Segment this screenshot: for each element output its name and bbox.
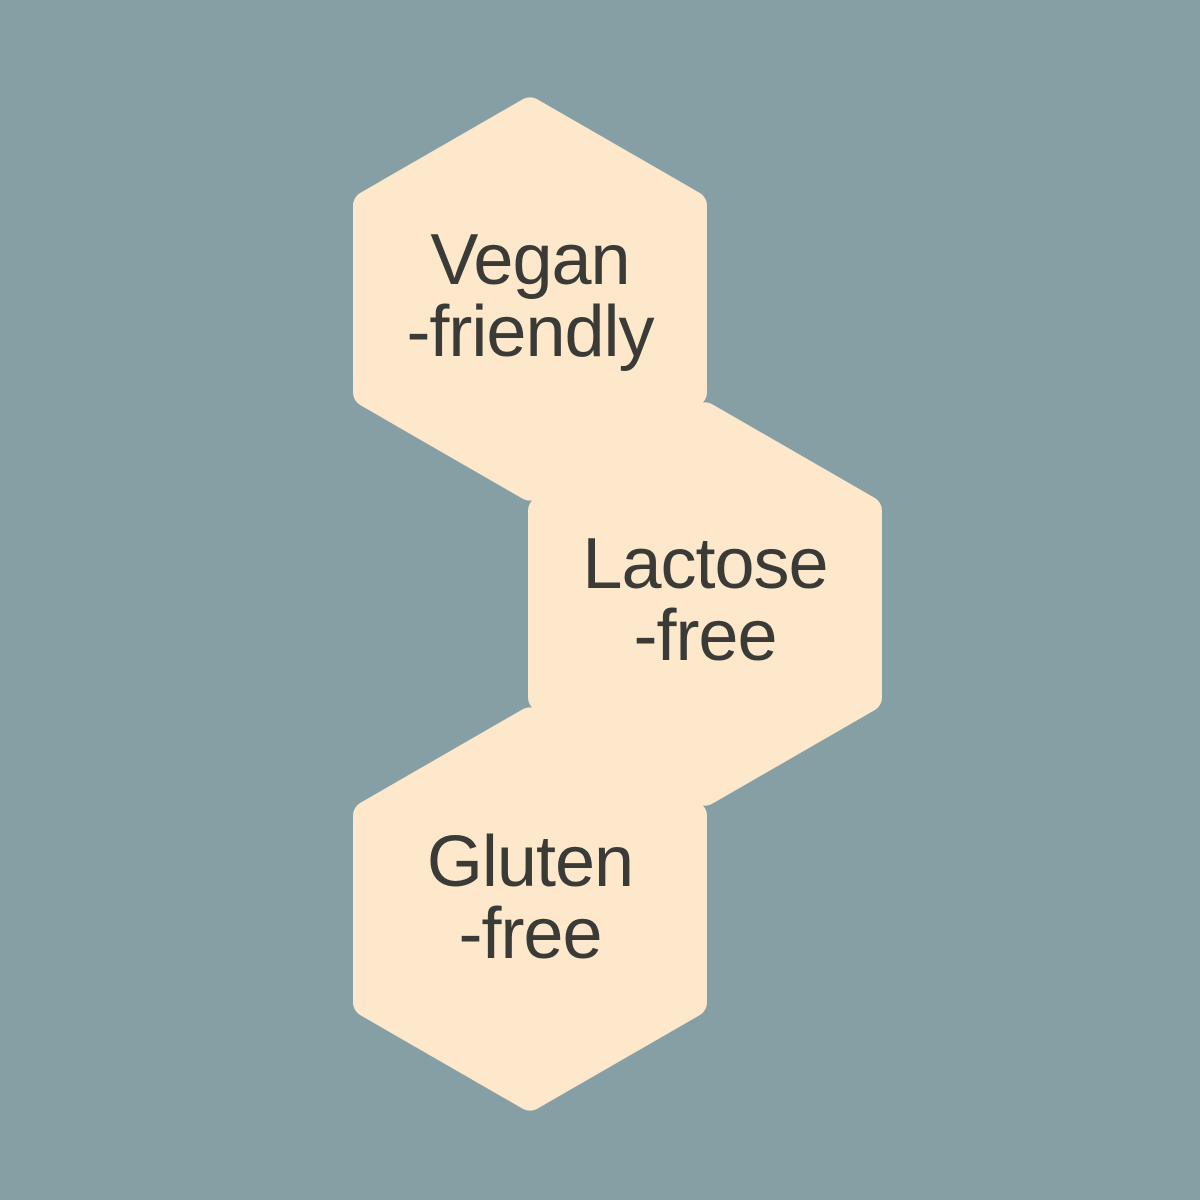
badge-label-vegan-friendly: Vegan -friendly: [330, 224, 730, 368]
badge-line-2: -free: [633, 596, 777, 676]
badge-line-1: Vegan: [430, 220, 630, 300]
badge-line-2: -free: [458, 894, 602, 974]
hexagon-shape-gluten: [353, 707, 707, 1111]
hexagon-shape-lactose: [528, 402, 882, 806]
hexagon-shape-vegan: [353, 97, 707, 501]
badge-label-lactose-free: Lactose -free: [505, 528, 905, 672]
badge-line-2: -friendly: [406, 292, 654, 372]
badge-label-gluten-free: Gluten -free: [330, 826, 730, 970]
badge-line-1: Lactose: [582, 524, 828, 604]
badge-line-1: Gluten: [426, 822, 634, 902]
